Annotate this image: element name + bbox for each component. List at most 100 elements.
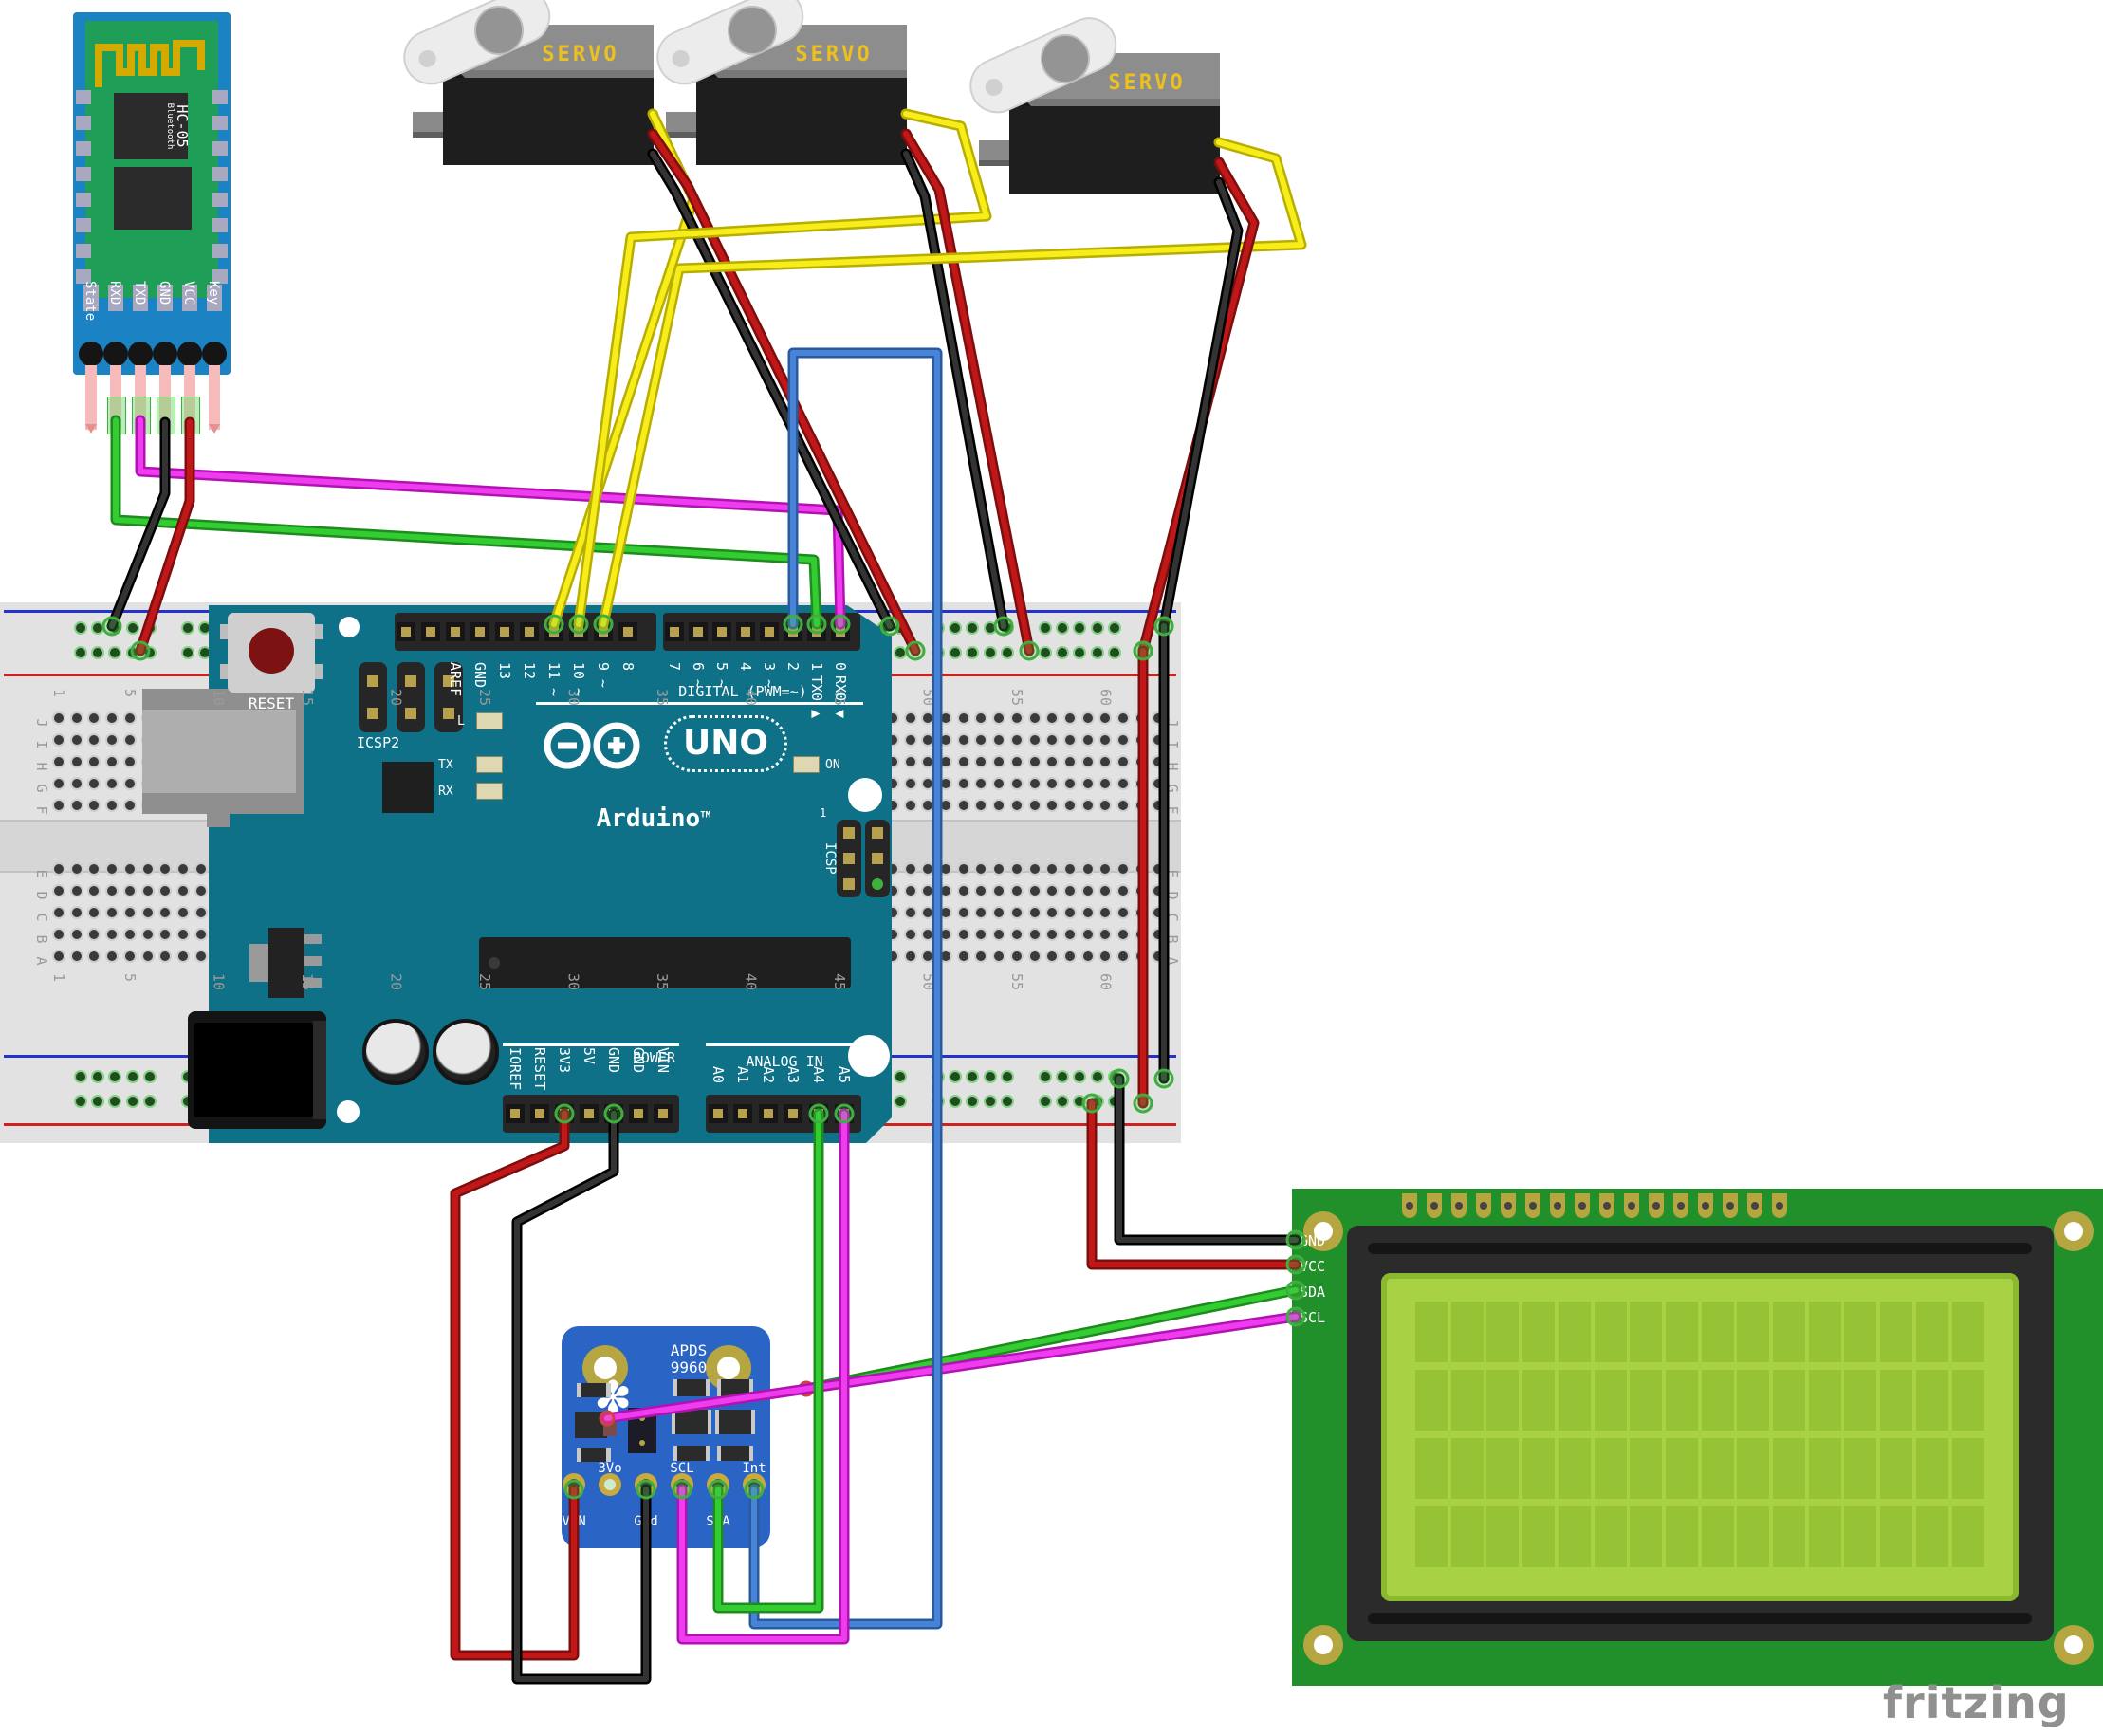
arduino-pin-d-row1-8[interactable]: [594, 622, 613, 641]
reset-button[interactable]: [220, 613, 323, 693]
breadboard-hole: [974, 884, 988, 897]
hc05-pad-Key[interactable]: [207, 285, 222, 311]
breadboard-hole: [175, 928, 190, 941]
hc05-leg-connector-VCC[interactable]: [181, 397, 200, 434]
servo-motor-3[interactable]: SERVO: [962, 9, 1225, 194]
wire-end-ring[interactable]: [798, 1380, 815, 1397]
lcd-header-pin-hole: [1628, 1202, 1635, 1210]
servo2-power-wire[interactable]: [900, 128, 1035, 656]
hc05-pin-State[interactable]: [79, 342, 103, 366]
arduino-pin-A2[interactable]: [759, 1104, 778, 1123]
breadboard-hole: [1062, 755, 1077, 768]
breadboard-hole: [992, 777, 1006, 790]
arduino-pin-power-GND[interactable]: [629, 1104, 648, 1123]
hc05-side-pad: [76, 116, 91, 130]
breadboard-hole: [87, 799, 101, 812]
breadboard-hole: [1116, 884, 1130, 897]
arduino-pin-power-RESET[interactable]: [530, 1104, 549, 1123]
hc05-pad-VCC[interactable]: [182, 285, 197, 311]
breadboard-rail-hole: [125, 1070, 139, 1083]
servo1-signal-wire[interactable]: [548, 108, 699, 630]
breadboard-rail-hole: [1000, 1070, 1014, 1083]
apds9960-sensor[interactable]: APDS 9960 ✽: [562, 1326, 770, 1548]
arduino-pin-d-0[interactable]: [831, 622, 850, 641]
arduino-pin-d-row1-2[interactable]: [446, 622, 465, 641]
arduino-pin-power-3V3[interactable]: [555, 1104, 574, 1123]
arduino-pin-d-row1-6[interactable]: [544, 622, 563, 641]
servo1-ground-wire[interactable]: [647, 148, 895, 632]
hc05-leg-connector-GND[interactable]: [157, 397, 175, 434]
hc05-side-pad: [76, 269, 91, 284]
arduino-pin-d-row1-5[interactable]: [520, 622, 539, 641]
arduino-pin-d-4[interactable]: [736, 622, 755, 641]
arduino-pin-A1[interactable]: [733, 1104, 752, 1123]
breadboard-rail-hole: [983, 646, 997, 659]
arduino-pin-d-row1-4[interactable]: [495, 622, 514, 641]
hc05-pad-TXD[interactable]: [133, 285, 148, 311]
lcd-sda-wire[interactable]: [801, 1284, 1301, 1394]
lcd-character-cell: [1594, 1438, 1627, 1499]
arduino-pin-A0[interactable]: [709, 1104, 728, 1123]
breadboard-hole: [921, 733, 935, 747]
arduino-pin-power-5V[interactable]: [580, 1104, 599, 1123]
servo3-power-wire[interactable]: [1137, 157, 1260, 656]
arduino-pin-d-5 ~[interactable]: [712, 622, 731, 641]
hc05-pin-RXD[interactable]: [103, 342, 128, 366]
arduino-pin-d-3 ~[interactable]: [760, 622, 779, 641]
hc05-pin-Key[interactable]: [202, 342, 227, 366]
arduino-pin-d-row1-3[interactable]: [470, 622, 489, 641]
arduino-pin-A4[interactable]: [809, 1104, 828, 1123]
breadboard-hole: [1098, 755, 1113, 768]
arduino-pin-d-1[interactable]: [807, 622, 826, 641]
lcd-pin-label-SDA: SDA: [1300, 1284, 1326, 1301]
lcd-character-cell: [1915, 1506, 1948, 1567]
breadboard-hole: [1152, 928, 1166, 941]
arduino-pin-d-row1-7[interactable]: [569, 622, 588, 641]
hc05-leg-connector-TXD[interactable]: [132, 397, 151, 434]
arduino-pin-d-6 ~[interactable]: [689, 622, 708, 641]
lcd-character-cell: [1450, 1438, 1484, 1499]
icsp-header[interactable]: [837, 820, 892, 897]
arduino-pin-power-IOREF[interactable]: [506, 1104, 525, 1123]
hc05-pin-GND[interactable]: [153, 342, 177, 366]
arduino-pin-power-GND[interactable]: [604, 1104, 623, 1123]
arduino-pin-d-row1-1[interactable]: [421, 622, 440, 641]
servo3-ground-wire[interactable]: [1158, 176, 1244, 632]
hc05-leg-connector-RXD[interactable]: [107, 397, 126, 434]
breadboard-rail-hole: [108, 646, 122, 659]
arduino-pin-d-row1-9[interactable]: [618, 622, 637, 641]
hc05-pad-State[interactable]: [83, 285, 99, 311]
servo2-ground-wire[interactable]: [900, 148, 1009, 632]
servo-motor-2[interactable]: SERVO: [649, 0, 912, 165]
servo-motor-1[interactable]: SERVO: [396, 0, 658, 165]
arduino-pin-A3[interactable]: [784, 1104, 802, 1123]
breadboard-hole: [140, 950, 155, 963]
lcd-character-cell: [1915, 1302, 1948, 1362]
servo1-power-wire[interactable]: [647, 128, 921, 656]
servo3-signal-wire[interactable]: [598, 137, 1307, 630]
lcd-character-cell: [1665, 1302, 1698, 1362]
lcd-character-cell: [1701, 1438, 1734, 1499]
hc05-pad-GND[interactable]: [157, 285, 173, 311]
arduino-pin-d-2[interactable]: [784, 622, 802, 641]
hc05-rxd-to-pin1-wire[interactable]: [110, 415, 822, 630]
hc05-txd-to-pin0-wire[interactable]: [135, 415, 846, 630]
hc05-pin-TXD[interactable]: [128, 342, 153, 366]
arduino-pin-d-7[interactable]: [665, 622, 684, 641]
breadboard-hole: [1045, 950, 1060, 963]
arduino-pin-power-VIN[interactable]: [654, 1104, 673, 1123]
servo2-signal-wire[interactable]: [573, 108, 992, 630]
breadboard-hole: [956, 906, 970, 919]
breadboard-hole: [1027, 884, 1042, 897]
hc05-bluetooth-module[interactable]: HC-05 Bluetooth: [73, 12, 231, 375]
arduino-pin-A5[interactable]: [835, 1104, 854, 1123]
hc05-leg-Key: [209, 365, 220, 430]
3v3-to-apds-vin-wire[interactable]: [450, 1108, 580, 1661]
hc05-pad-RXD[interactable]: [108, 285, 123, 311]
arduino-pin-d-row1-0[interactable]: [397, 622, 415, 641]
icsp2-header[interactable]: [359, 662, 469, 732]
hc05-gnd-to-rail-wire[interactable]: [106, 416, 171, 632]
hc05-pin-VCC[interactable]: [177, 342, 202, 366]
breadboard-hole: [175, 950, 190, 963]
